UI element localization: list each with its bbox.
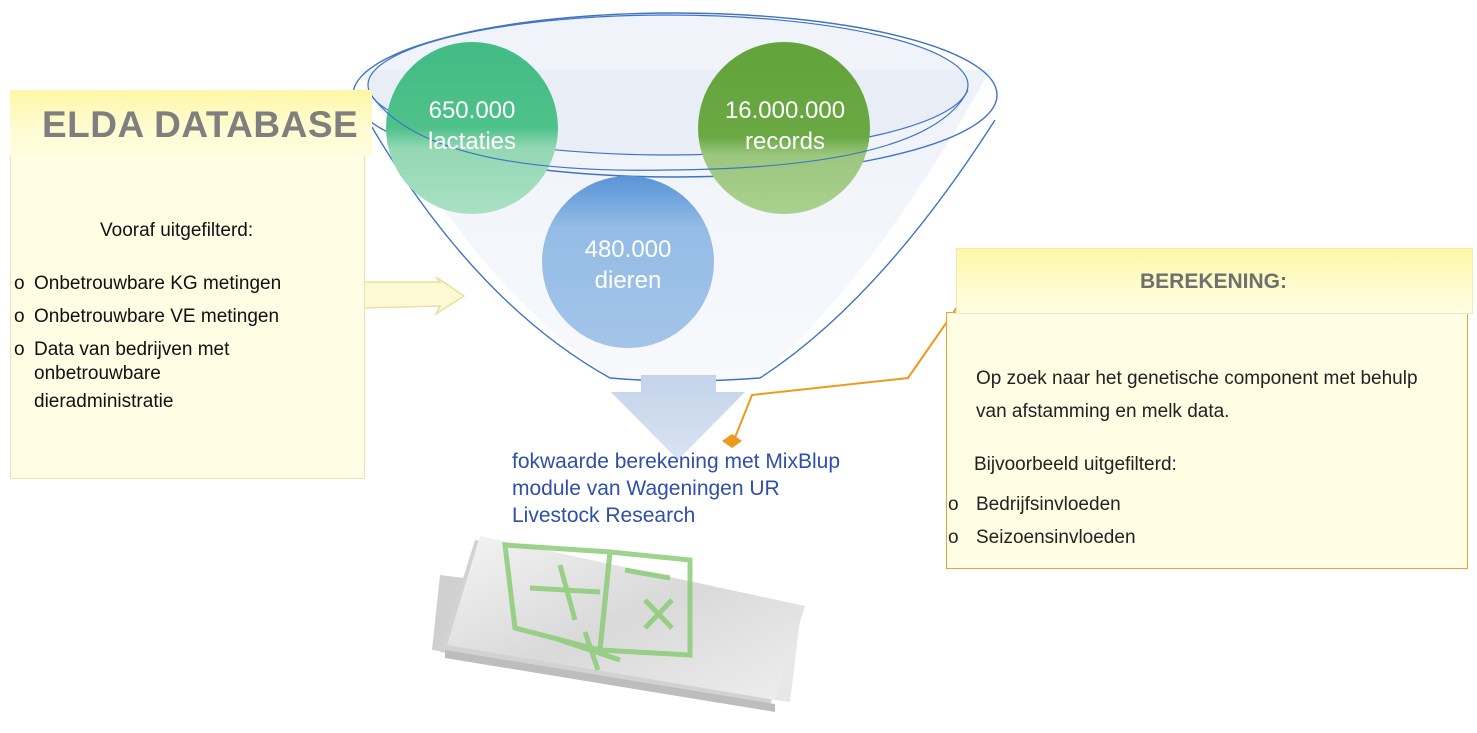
hollow-arrow: [361, 276, 466, 316]
berekening-note-tape: [956, 248, 1473, 314]
list-item-text: Data van bedrijven met: [34, 339, 230, 360]
list-item-text: Onbetrouwbare KG metingen: [34, 273, 282, 294]
berekening-note-body: [946, 312, 1468, 569]
down-arrow: [611, 375, 745, 460]
list-item-text: Seizoensinvloeden: [976, 527, 1136, 548]
list-item-continuation: onbetrouwbare: [34, 363, 161, 384]
calculator-tablet: [432, 536, 805, 712]
vooraf-subtitle: Vooraf uitgefilterd:: [100, 220, 254, 241]
berekening-note: BEREKENING: Op zoek naar het genetische …: [946, 248, 1473, 569]
berekening-description: Op zoek naar het genetische component me…: [976, 368, 1418, 422]
list-item-text: Bedrijfsinvloeden: [976, 494, 1121, 515]
connector-line: [733, 305, 959, 441]
calculation-label: fokwaarde berekening met MixBlup module …: [512, 450, 841, 527]
lactaties-text: lactaties: [427, 128, 517, 155]
list-item: o Onbetrouwbare KG metingen: [14, 272, 364, 296]
lactaties-number: 650.000: [428, 97, 516, 124]
list-item: o Seizoensinvloeden: [946, 521, 1136, 554]
records-text: records: [744, 128, 826, 155]
records-number: 16.000.000: [724, 97, 846, 124]
list-item-text: Onbetrouwbare VE metingen: [34, 306, 280, 327]
bullet-icon: o: [948, 527, 959, 548]
list-item: o Bedrijfsinvloeden: [946, 488, 1136, 521]
bubble-dieren-label: 480.000 dieren: [558, 234, 698, 296]
bullet-icon: o: [948, 494, 959, 515]
list-item: o Onbetrouwbare VE metingen: [14, 305, 364, 329]
elda-title: ELDA DATABASE: [42, 104, 359, 145]
connector-diamond: [722, 434, 742, 448]
berekening-title: BEREKENING:: [1139, 270, 1287, 293]
bubble-records: [698, 42, 870, 214]
bubble-lactaties-label: 650.000 lactaties: [402, 95, 542, 157]
funnel-rim-front: [367, 89, 969, 171]
bullet-icon: o: [14, 273, 25, 294]
elda-note-tape: [10, 90, 372, 156]
list-item-continuation: dieradministratie: [34, 391, 174, 412]
bubble-dieren: [542, 176, 714, 348]
bijvoorbeeld-subtitle: Bijvoorbeeld uitgefilterd:: [974, 454, 1177, 475]
bullet-icon: o: [14, 306, 25, 327]
dieren-number: 480.000: [584, 236, 672, 263]
dieren-text: dieren: [594, 267, 662, 294]
bubble-lactaties: [386, 42, 558, 214]
pre-filter-list: o Onbetrouwbare KG metingen o Onbetrouwb…: [14, 272, 364, 427]
elda-database-note: ELDA DATABASE Vooraf uitgefilterd: o Onb…: [10, 90, 372, 479]
elda-note-body: [10, 148, 365, 479]
list-item: o Data van bedrijven met onbetrouwbare d…: [14, 338, 364, 418]
bubble-records-label: 16.000.000 records: [700, 95, 870, 157]
bullet-icon: o: [14, 339, 25, 360]
